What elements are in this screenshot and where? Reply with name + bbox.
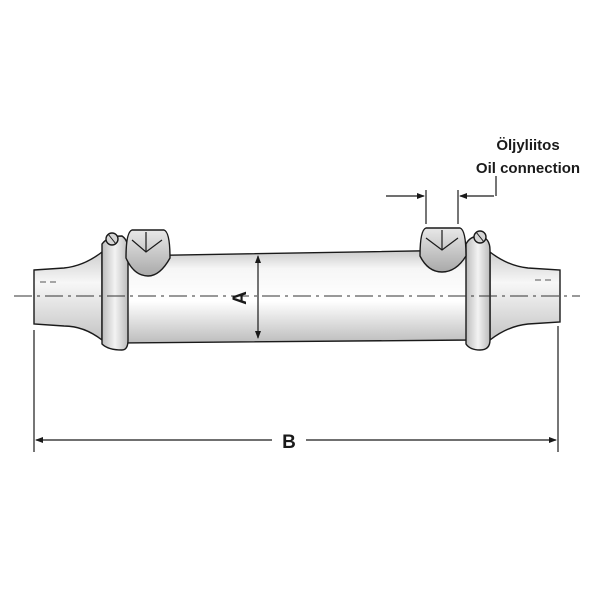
- dimension-b-label: B: [282, 432, 296, 453]
- dimension-a: A: [230, 255, 261, 339]
- oil-connection-dimension: [386, 176, 497, 224]
- dimension-a-label: A: [230, 291, 251, 305]
- dimension-b: B: [33, 326, 559, 453]
- left-flange: [101, 232, 129, 351]
- right-flange: [465, 230, 491, 351]
- oil-connection-label-en: Oil connection: [476, 160, 580, 177]
- right-oil-connection-nut: [419, 227, 467, 273]
- left-oil-connection-nut: [125, 229, 171, 277]
- oil-connection-label-fi: Öljyliitos: [496, 137, 559, 154]
